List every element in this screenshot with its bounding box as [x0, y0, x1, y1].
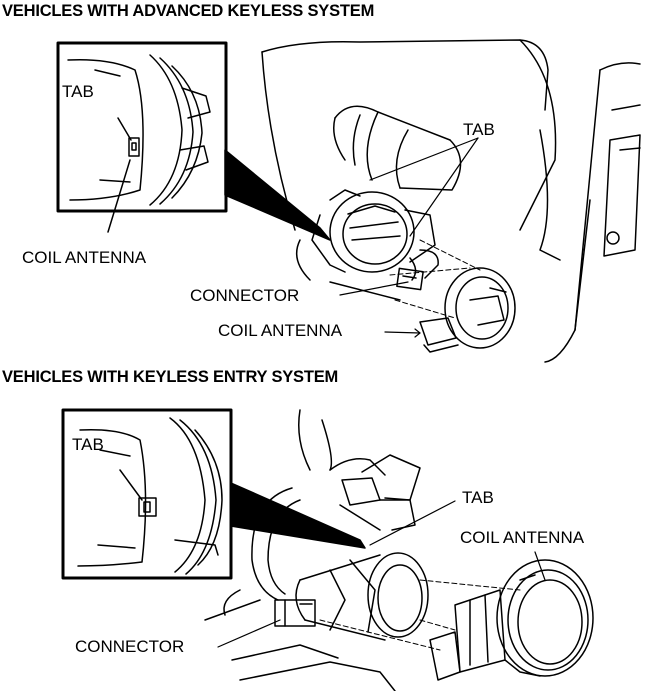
- section-1-inset-pointer: [224, 149, 331, 241]
- section-1-coil-antenna-label: COIL ANTENNA: [218, 321, 343, 340]
- section-2-connector-label: CONNECTOR: [75, 637, 185, 656]
- section-1-connector-label: CONNECTOR: [190, 286, 300, 305]
- section-1-tab-label: TAB: [463, 120, 495, 139]
- section-2-tab-label: TAB: [462, 488, 494, 507]
- section-1-inset-tab-label: TAB: [62, 82, 94, 101]
- section-2-inset-detail: [61, 408, 233, 580]
- section-1-inset-coil-antenna-label: COIL ANTENNA: [22, 248, 147, 267]
- section-2-inset-pointer: [230, 482, 366, 549]
- section-1-lock-assembly: [261, 39, 641, 363]
- section-2-leader-lines: [217, 500, 546, 648]
- section-2-lock-assembly: [204, 409, 594, 691]
- section-2-coil-antenna-label: COIL ANTENNA: [460, 528, 585, 547]
- section-1-heading: VEHICLES WITH ADVANCED KEYLESS SYSTEM: [2, 2, 375, 20]
- section-1-inset-detail: [56, 41, 228, 233]
- section-2-inset-tab-label: TAB: [72, 435, 104, 454]
- section-2-heading: VEHICLES WITH KEYLESS ENTRY SYSTEM: [2, 368, 339, 386]
- section-1-leader-lines: [339, 137, 479, 338]
